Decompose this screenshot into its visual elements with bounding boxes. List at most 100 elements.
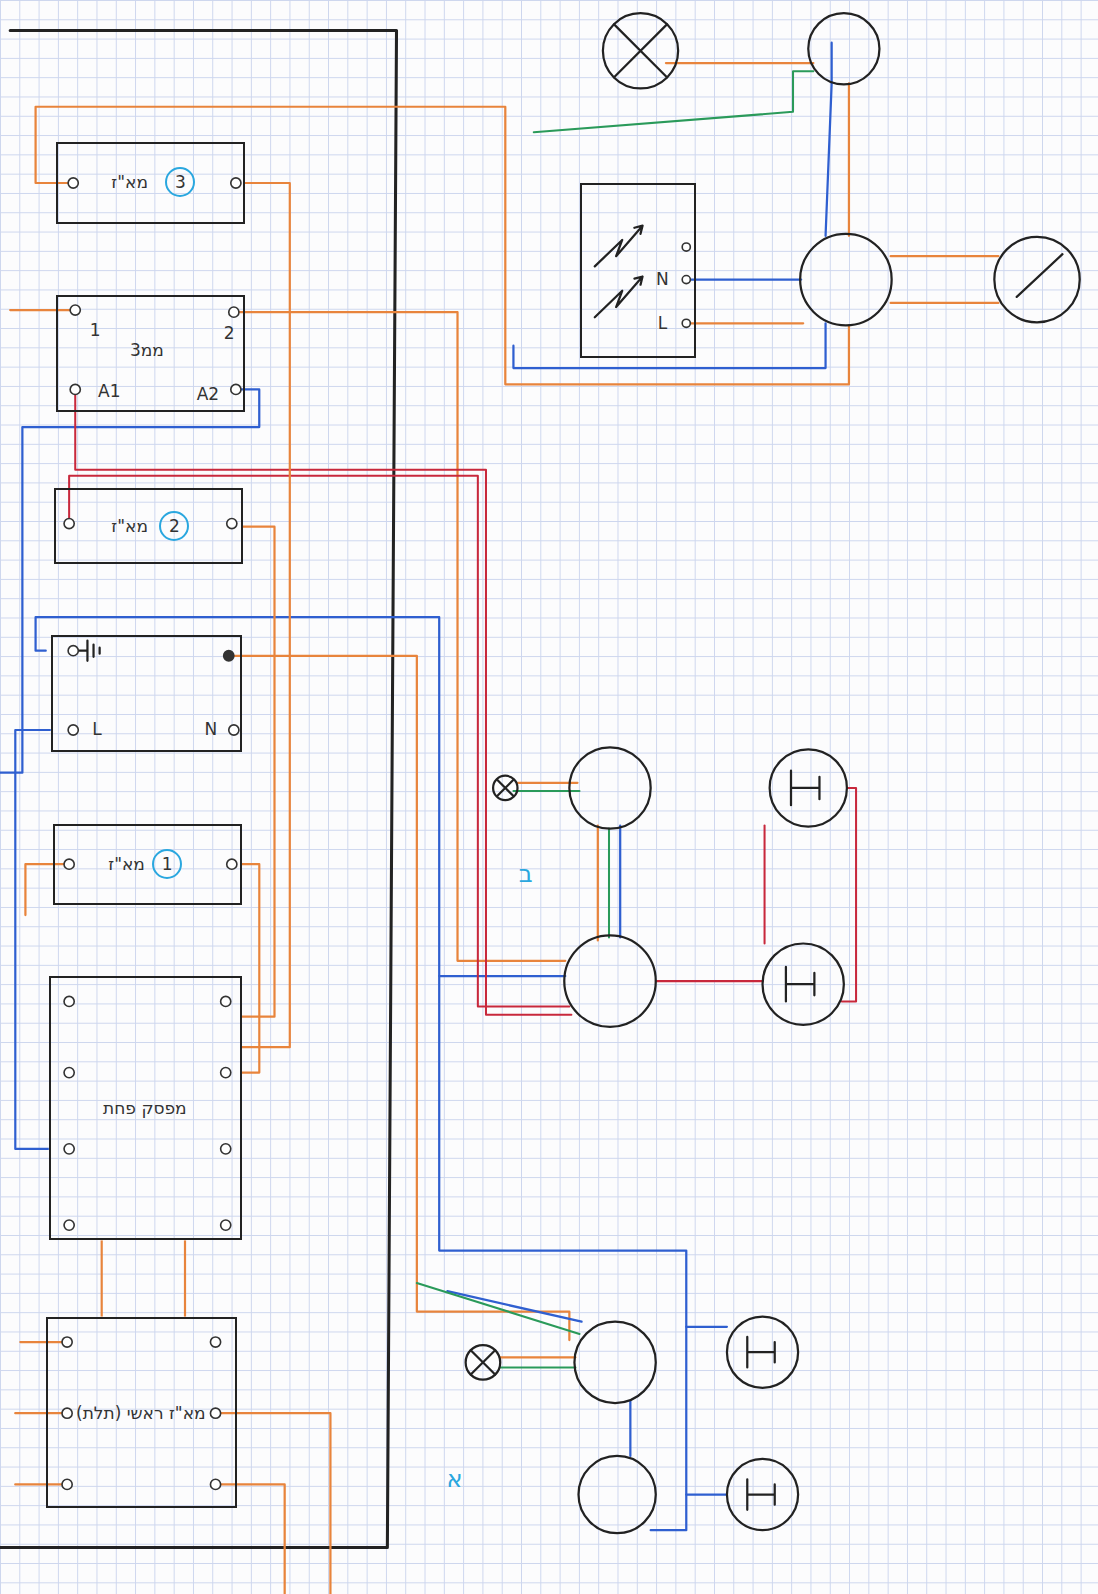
device-label: מא"ז bbox=[111, 517, 148, 536]
pin-label: 1 bbox=[90, 321, 101, 340]
terminal bbox=[68, 646, 78, 656]
wire bbox=[36, 617, 687, 1530]
wire bbox=[239, 312, 565, 961]
terminal bbox=[64, 996, 74, 1006]
wire bbox=[891, 255, 999, 257]
terminal bbox=[68, 725, 78, 735]
wire bbox=[686, 322, 803, 324]
terminal bbox=[210, 1479, 220, 1489]
wire bbox=[0, 389, 259, 772]
switch bbox=[727, 1459, 798, 1530]
wire bbox=[666, 62, 813, 64]
terminal bbox=[227, 859, 237, 869]
terminal bbox=[231, 384, 241, 394]
phase-wires bbox=[10, 63, 998, 1594]
device-label: מא"ז ראשי (תלת) bbox=[76, 1403, 206, 1422]
wire bbox=[534, 71, 814, 132]
breaker-box: מא"ז 2 bbox=[54, 488, 243, 564]
fluorescent-symbol bbox=[595, 277, 643, 318]
wire bbox=[597, 826, 599, 941]
wire bbox=[15, 1412, 62, 1414]
neutral-wires bbox=[0, 43, 832, 1530]
junction-box bbox=[564, 935, 656, 1027]
terminal bbox=[64, 859, 74, 869]
wire-connector bbox=[242, 864, 259, 1072]
callout-number: 1 bbox=[152, 849, 182, 879]
wire bbox=[20, 1341, 62, 1343]
terminal bbox=[221, 1144, 231, 1154]
terminal bbox=[221, 1220, 231, 1230]
device-label: L bbox=[92, 720, 101, 739]
terminal bbox=[64, 1068, 74, 1078]
earth-wires bbox=[417, 71, 814, 1367]
wire bbox=[221, 1413, 331, 1594]
lamp bbox=[603, 13, 678, 88]
device-label: מא"ז bbox=[108, 854, 145, 873]
pin-label: A2 bbox=[197, 385, 219, 404]
wire bbox=[656, 980, 763, 982]
terminal bbox=[221, 1068, 231, 1078]
wire bbox=[842, 788, 856, 1002]
wire bbox=[619, 826, 621, 938]
wire bbox=[10, 309, 70, 311]
junction-box bbox=[808, 13, 879, 84]
wire-connector bbox=[242, 183, 290, 1047]
wire bbox=[513, 323, 825, 368]
terminal bbox=[682, 243, 690, 251]
wire bbox=[500, 1356, 575, 1358]
device-label: ממ3 bbox=[130, 341, 164, 360]
terminal bbox=[64, 519, 74, 529]
pin-label: N bbox=[656, 270, 669, 289]
wire bbox=[417, 1283, 580, 1334]
terminal bbox=[682, 276, 690, 284]
wire-connector bbox=[101, 1240, 103, 1316]
wire bbox=[234, 656, 570, 1340]
wire-connector bbox=[242, 527, 275, 1017]
breaker-box: מא"ז 1 bbox=[53, 824, 242, 905]
terminal bbox=[224, 651, 234, 661]
fluorescent-fixture-box: LN bbox=[580, 183, 697, 358]
main-breaker-box: מא"ז ראשי (תלת) bbox=[46, 1317, 237, 1508]
wire bbox=[608, 829, 610, 938]
lamp bbox=[493, 776, 517, 800]
rcd-box: מפסק פחת bbox=[49, 976, 242, 1240]
wire bbox=[36, 107, 849, 385]
device-label: מא"ז bbox=[111, 173, 148, 192]
wire bbox=[447, 1291, 581, 1322]
wire bbox=[221, 1484, 285, 1594]
wire bbox=[69, 476, 569, 1007]
terminal bbox=[229, 725, 239, 735]
wire bbox=[439, 975, 565, 977]
terminal bbox=[210, 1337, 220, 1347]
terminal bbox=[62, 1408, 72, 1418]
wire bbox=[686, 278, 801, 280]
junction-box bbox=[569, 747, 650, 828]
junction-box bbox=[800, 234, 892, 326]
callout-number: 3 bbox=[165, 167, 195, 197]
terminal bbox=[70, 305, 80, 315]
switch bbox=[770, 749, 847, 826]
wire bbox=[15, 1483, 62, 1485]
wire bbox=[764, 826, 766, 944]
terminal bbox=[231, 178, 241, 188]
junction-box bbox=[574, 1322, 655, 1403]
socket-terminal-box: LN bbox=[51, 635, 242, 752]
switch-symbol bbox=[747, 1479, 774, 1510]
lamp-cross bbox=[497, 780, 513, 796]
terminal bbox=[227, 519, 237, 529]
switch bbox=[994, 237, 1079, 322]
terminal bbox=[210, 1408, 220, 1418]
devices bbox=[73, 13, 1080, 1533]
callout-number: 2 bbox=[159, 511, 189, 541]
wire bbox=[686, 1493, 727, 1495]
terminal bbox=[62, 1337, 72, 1347]
wire-connector bbox=[184, 1240, 186, 1316]
switch-symbol bbox=[786, 967, 814, 1002]
terminals bbox=[62, 178, 690, 1490]
wire bbox=[500, 1366, 575, 1368]
terminal bbox=[682, 319, 690, 327]
device-label: L bbox=[658, 313, 667, 332]
